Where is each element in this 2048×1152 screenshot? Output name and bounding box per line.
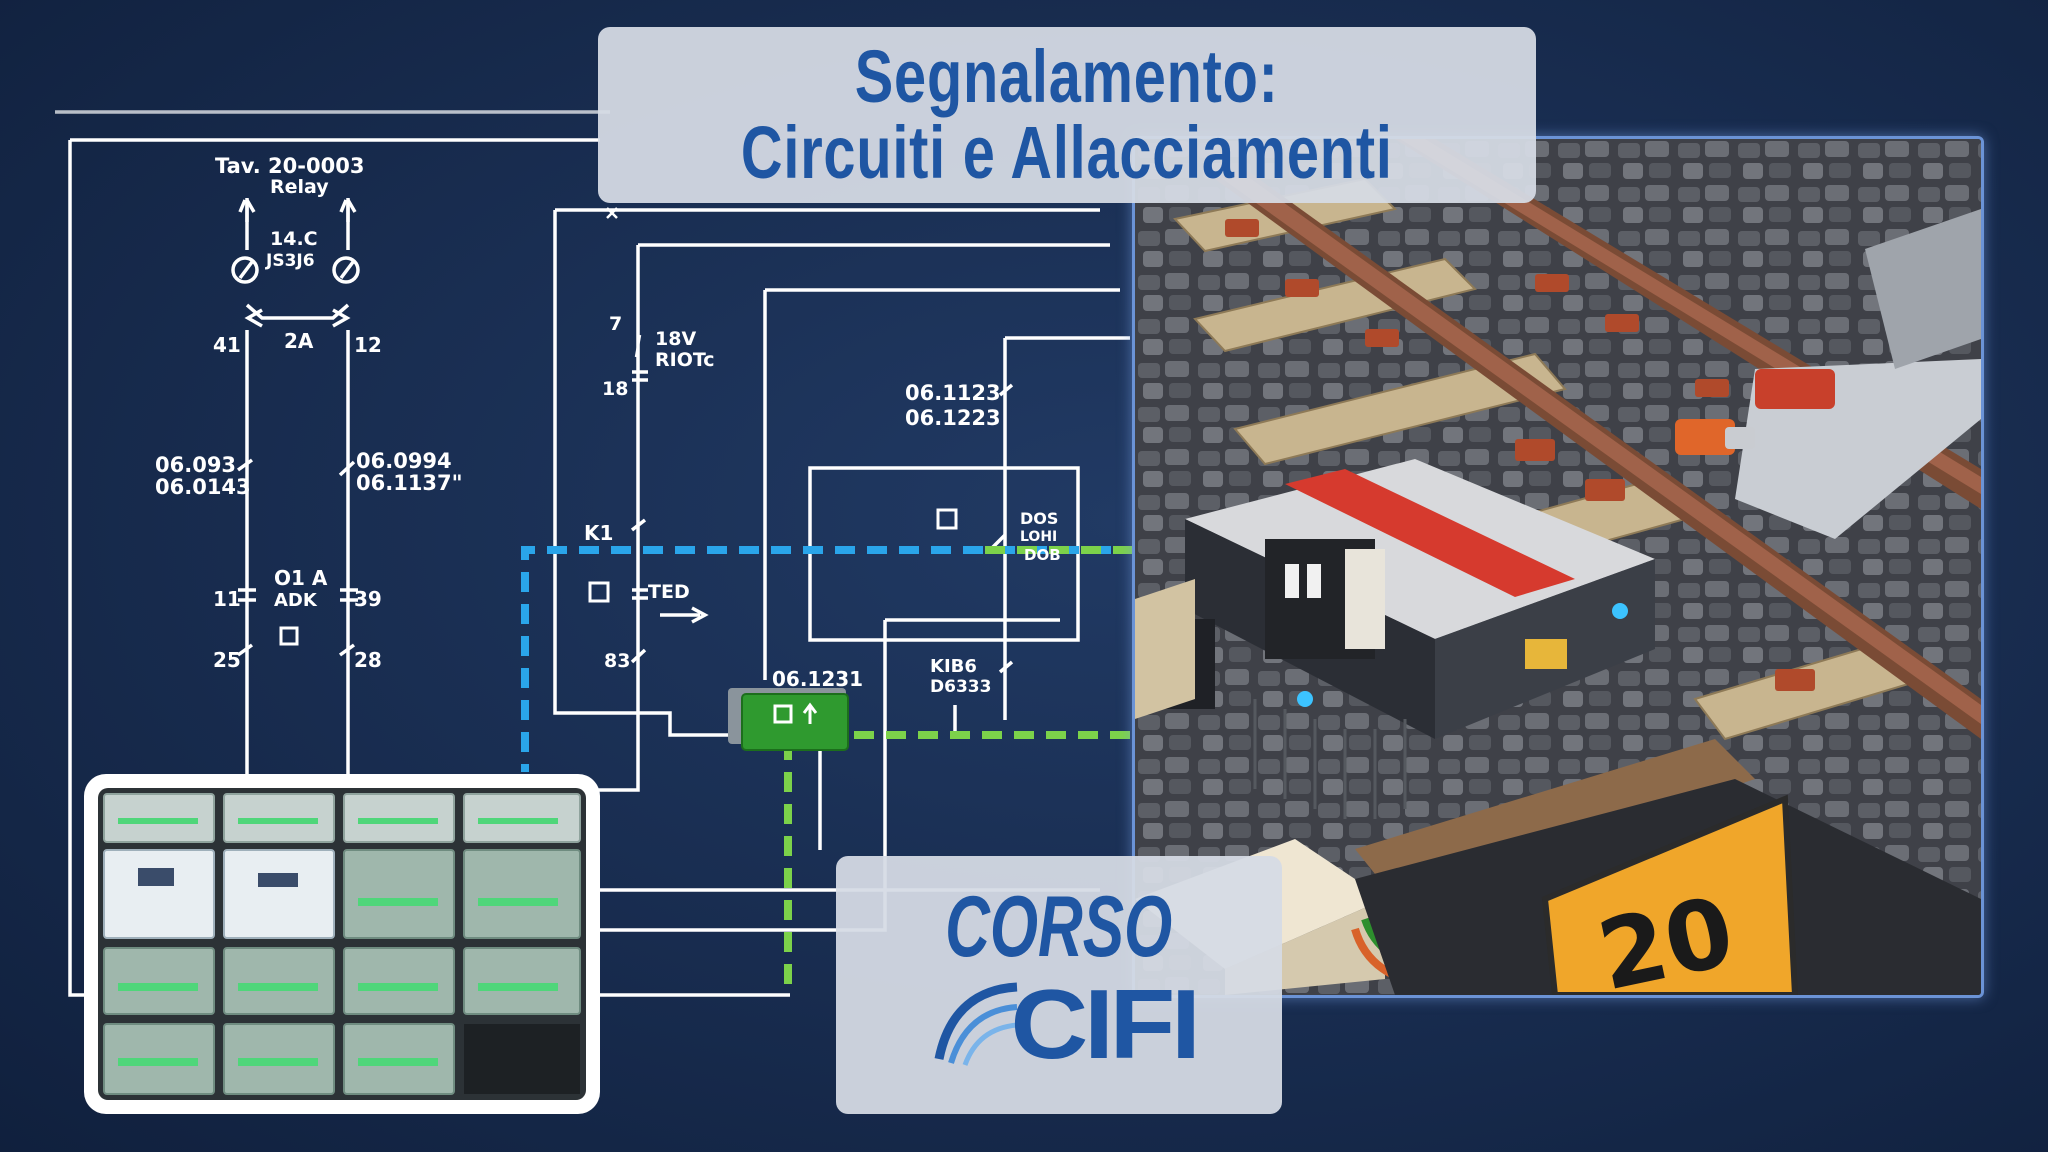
track-scene-illustration: 20: [1132, 136, 1984, 998]
course-card: CORSO CIFI: [836, 856, 1282, 1114]
title-line-2: Circuiti e Allacciamenti: [741, 111, 1393, 194]
label-t39: 39: [354, 587, 382, 611]
title-card: Segnalamento: Circuiti e Allacciamenti: [598, 27, 1536, 203]
label-d6333: D6333: [930, 677, 991, 697]
label-ref-right-2: 06.1137": [356, 471, 463, 495]
label-kib6: KIB6: [930, 656, 977, 677]
relay-rack-photo-card: [84, 774, 600, 1114]
label-contact-b: JS3J6: [265, 251, 315, 271]
label-ref-right-1: 06.0994: [356, 449, 452, 473]
title-line-1: Segnalamento:: [855, 35, 1279, 118]
label-dob: DOB: [1024, 546, 1061, 564]
relay-rack-photo: [98, 788, 586, 1100]
label-contact-a: 14.C: [270, 228, 318, 250]
cifi-logo-text: CIFI: [1010, 969, 1201, 1079]
label-n18: 18: [602, 378, 628, 400]
label-adk: ADK: [274, 590, 318, 611]
label-k1: K1: [584, 521, 613, 545]
drawing-subtitle: Relay: [270, 176, 329, 198]
cifi-track-logo-icon: [935, 982, 1018, 1066]
km-marker-sign: 20: [1541, 794, 1799, 995]
label-18v: 18V: [655, 328, 696, 350]
label-n7: 7: [609, 313, 622, 335]
label-riotc: RIOTc: [655, 349, 715, 371]
label-t11: 11: [213, 587, 241, 611]
label-t41: 41: [213, 333, 241, 357]
label-ref-c3: 06.1231: [772, 667, 863, 691]
label-ref-left-2: 06.0143: [155, 475, 251, 499]
cifi-logo: CIFI: [929, 975, 1201, 1073]
label-t12: 12: [354, 333, 382, 357]
course-word: CORSO: [945, 879, 1173, 975]
label-lohi: LOHI: [1020, 529, 1057, 545]
label-o1a: O1 A: [274, 566, 328, 590]
label-ref-c1: 06.1123: [905, 381, 1001, 405]
relay-module-icon: [728, 688, 849, 751]
label-t25: 25: [213, 648, 241, 672]
label-dos: DOS: [1020, 509, 1058, 528]
label-t2a: 2A: [284, 329, 314, 353]
railway-trackside-image: 20: [1135, 139, 1981, 995]
label-ted: TED: [648, 581, 690, 603]
label-n83: 83: [604, 650, 630, 672]
label-ref-c2: 06.1223: [905, 406, 1001, 430]
label-t28: 28: [354, 648, 382, 672]
label-ref-left-1: 06.093: [155, 453, 236, 477]
drawing-title: Tav. 20-0003: [215, 154, 364, 178]
